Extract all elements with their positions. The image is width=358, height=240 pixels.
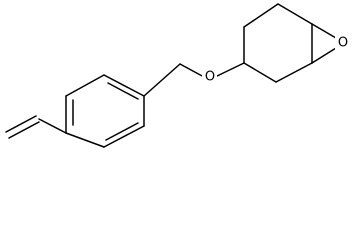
vinyl-double-bond-b xyxy=(8,121,40,139)
cyclohexane-bond-5 xyxy=(275,62,313,83)
benzene-ring xyxy=(65,74,145,148)
cyclohexane-bond-6 xyxy=(243,62,277,83)
benzylic-bond xyxy=(143,63,181,97)
cyclohexane-bond-2 xyxy=(243,3,279,28)
ether-bond-right xyxy=(214,62,245,78)
epoxide-bond-bottom xyxy=(311,47,337,64)
benzene-inner-bond-b xyxy=(107,82,139,100)
benzene-bond-2 xyxy=(65,74,105,97)
benzene-bond-6 xyxy=(65,132,105,148)
vinyl-single-bond xyxy=(38,118,67,134)
epoxide-bond-top xyxy=(311,23,337,39)
benzene-bond-3 xyxy=(103,74,145,97)
chemical-structure-diagram: O O xyxy=(5,3,350,148)
ether-bond-left xyxy=(179,63,205,78)
benzene-inner-bond-c xyxy=(105,122,139,141)
ether-linkage xyxy=(143,62,245,97)
ether-oxygen-mask xyxy=(202,69,217,85)
epoxide-ring xyxy=(311,23,337,64)
benzene-bond-5 xyxy=(103,125,145,148)
epoxide-oxygen-label: O xyxy=(338,36,348,51)
vinyl-double-bond-a xyxy=(5,115,37,133)
epoxide-oxygen-mask xyxy=(335,35,350,51)
ether-oxygen-label: O xyxy=(205,70,215,85)
vinyl-group xyxy=(5,115,67,139)
cyclohexane-ring xyxy=(243,3,313,83)
cyclohexane-bond-3 xyxy=(277,3,313,25)
